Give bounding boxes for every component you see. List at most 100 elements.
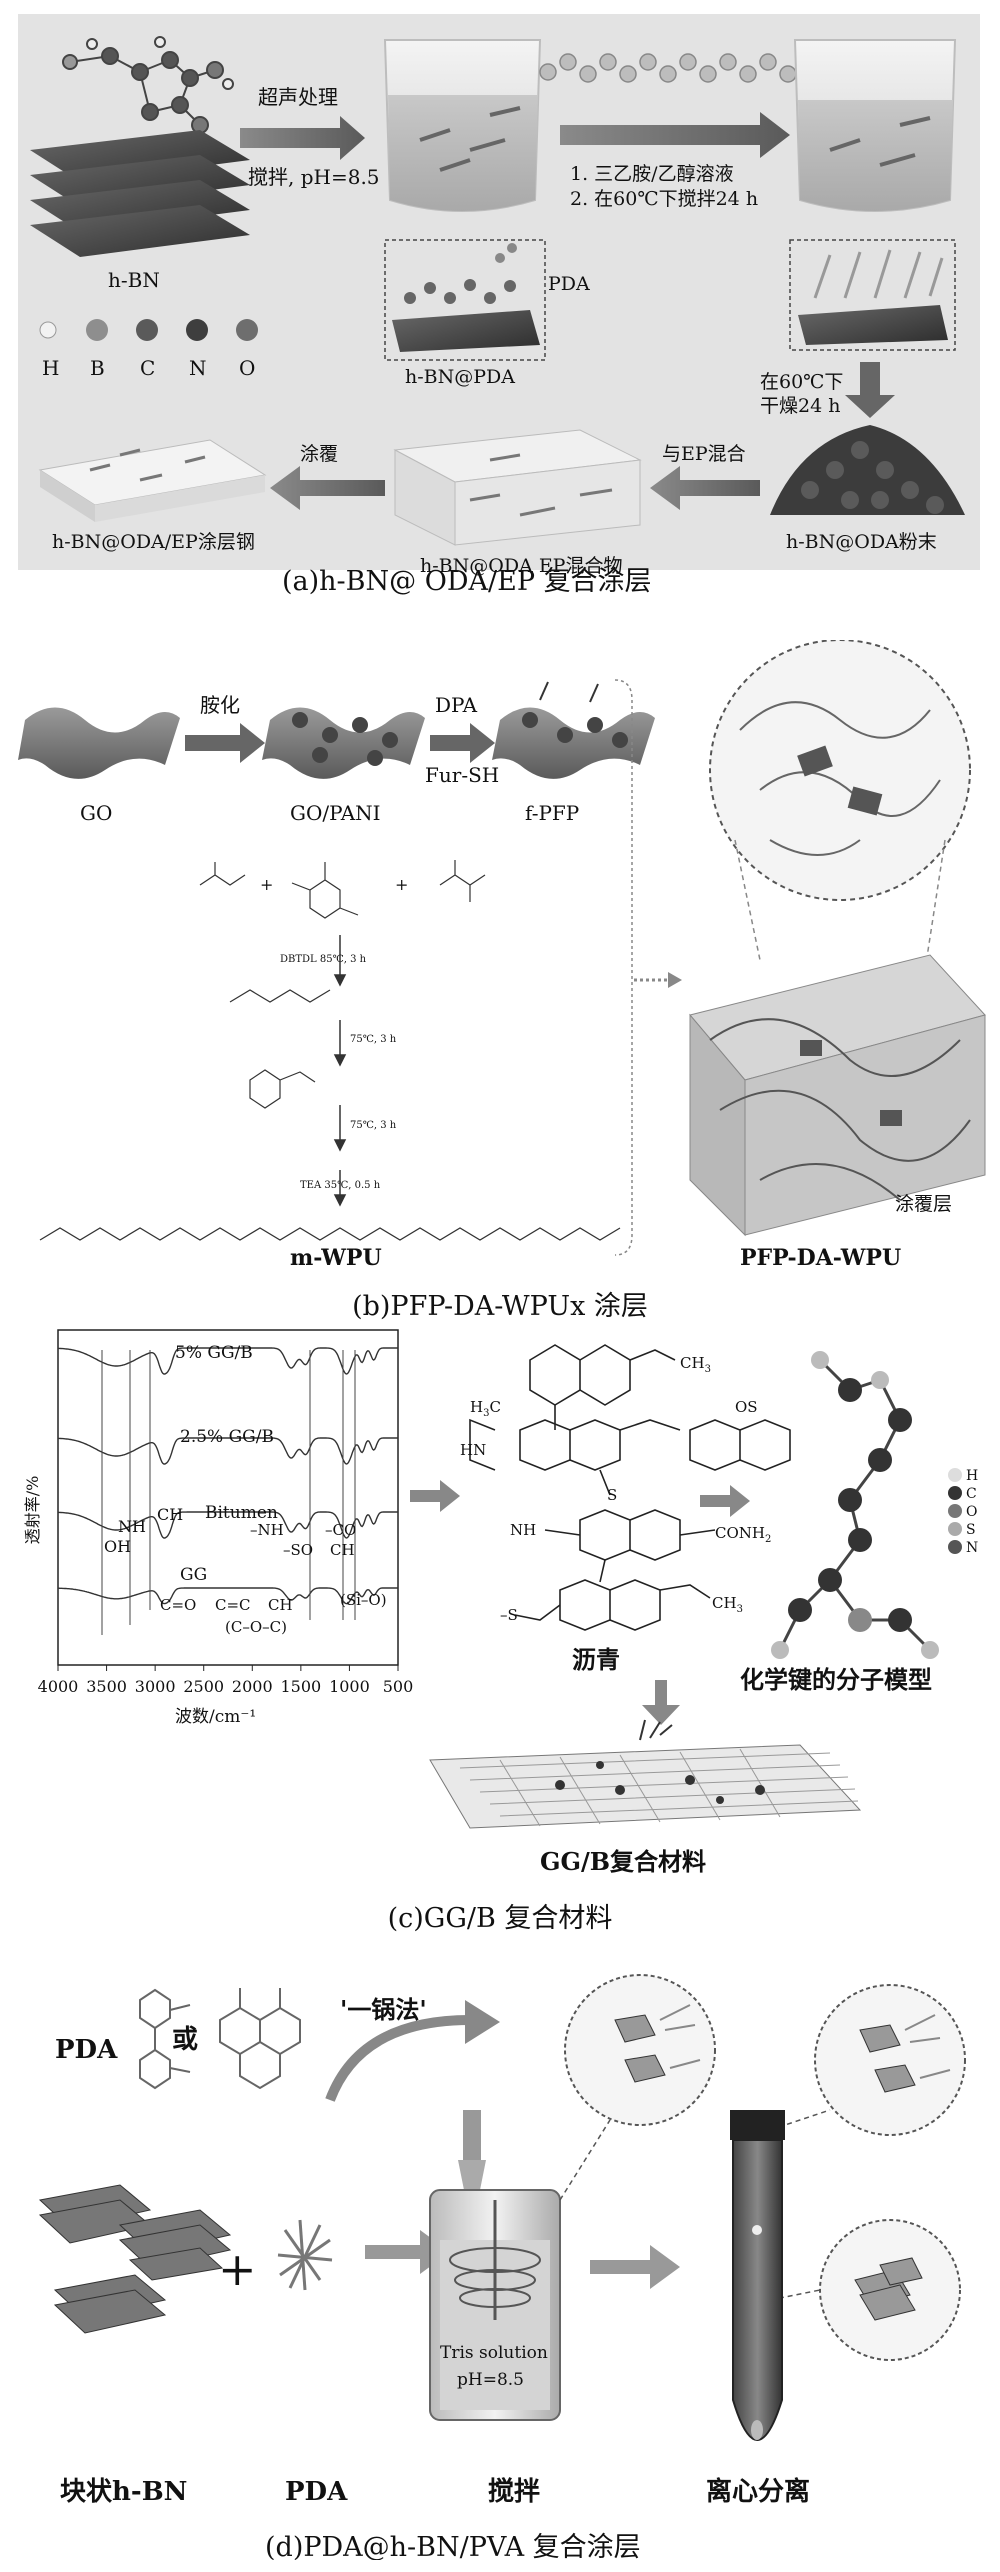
centrifuge-tube-icon bbox=[730, 2110, 785, 2441]
step-1: DBTDL 85℃, 3 h bbox=[280, 954, 367, 965]
model-legend-h: H bbox=[966, 1468, 978, 1484]
series-label-2-5pct: 2.5% GG/B bbox=[180, 1427, 274, 1447]
intermediate-structures bbox=[229, 989, 331, 1109]
mixture-label: h-BN@ODA EP混合物 bbox=[420, 555, 622, 577]
arrow-sonication bbox=[240, 116, 365, 160]
model-atom-legend bbox=[948, 1468, 962, 1554]
ftir-series-2 bbox=[57, 1437, 398, 1465]
arrow-to-centrifuge bbox=[590, 2245, 680, 2289]
ann-co: –CO bbox=[325, 1521, 356, 1539]
series-label-bitumen: Bitumen bbox=[205, 1503, 278, 1523]
x-tick-label: 2000 bbox=[232, 1677, 273, 1696]
coating-layer-label: 涂覆层 bbox=[895, 1193, 952, 1215]
onepot-label: '一锅法' bbox=[340, 1995, 427, 2024]
model-legend-o: O bbox=[966, 1504, 977, 1520]
pfp-da-wpu-label: PFP-DA-WPU bbox=[740, 1245, 901, 1270]
model-legend-s: S bbox=[966, 1522, 976, 1538]
x-tick-label: 1500 bbox=[280, 1677, 321, 1696]
struct-ch3-bottom: CH3 bbox=[712, 1594, 743, 1615]
ann-so: –SO bbox=[283, 1541, 313, 1559]
pda-structure-2 bbox=[219, 1988, 301, 2090]
struct-hn: HN bbox=[460, 1441, 486, 1459]
hbn-oda-schematic bbox=[789, 239, 956, 351]
gopani-label: GO/PANI bbox=[290, 801, 381, 825]
caption-c: (c)GG/B 复合材料 bbox=[387, 1903, 613, 1934]
ftir-series-4 bbox=[58, 1587, 398, 1605]
dry-line1: 在60℃下 bbox=[760, 371, 843, 393]
zoom-line-right bbox=[924, 839, 946, 971]
bulk-hbn-icon bbox=[38, 2184, 232, 2334]
step-2: 75℃, 3 h bbox=[350, 1034, 397, 1045]
onepot-arrow bbox=[325, 2015, 471, 2102]
stir-label: 搅拌 bbox=[488, 2476, 540, 2507]
arrow1-top-label: 超声处理 bbox=[258, 85, 338, 109]
onepot-arrow-head bbox=[465, 2000, 500, 2044]
asphalt-label: 沥青 bbox=[572, 1645, 620, 1674]
network-zoom-circle bbox=[709, 640, 971, 901]
x-tick-label: 1000 bbox=[329, 1677, 370, 1696]
arrow-amination bbox=[185, 723, 265, 763]
coating-slab bbox=[689, 954, 986, 1237]
panel-a: h-BN H B C N O 超声处理 搅拌, pH=8.5 1. 三乙胺/乙醇… bbox=[18, 14, 980, 597]
ann-co-dbl: C=O bbox=[160, 1596, 196, 1614]
panel-b: GO 胺化 GO/PANI DPA Fur-SH f-PFP + + DBTDL… bbox=[18, 640, 986, 1270]
ftir-series-lines bbox=[57, 1347, 398, 1605]
ftir-xlabel: 波数/cm⁻¹ bbox=[175, 1707, 256, 1727]
model-legend-c: C bbox=[966, 1486, 977, 1502]
step-3: 75℃, 3 h bbox=[350, 1120, 397, 1131]
fpfp-sheet-icon bbox=[492, 681, 655, 779]
arrow-to-model bbox=[700, 1485, 750, 1517]
go-sheet-icon bbox=[18, 707, 180, 779]
tris-line1: Tris solution bbox=[440, 2343, 548, 2363]
pda-strands-icon bbox=[277, 2219, 333, 2291]
powder-label: h-BN@ODA粉末 bbox=[786, 531, 937, 553]
model-legend-n: N bbox=[966, 1540, 978, 1556]
struct-os: OS bbox=[735, 1398, 758, 1416]
steel-label: h-BN@ODA/EP涂层钢 bbox=[52, 531, 255, 553]
ann-ch-1: CH bbox=[157, 1505, 183, 1524]
arrow-to-structure bbox=[410, 1480, 460, 1512]
arrow-dpa bbox=[430, 723, 495, 763]
dpa-label: DPA bbox=[435, 693, 478, 717]
mixture-block-icon bbox=[393, 429, 642, 546]
arrow-drying bbox=[845, 362, 895, 418]
fursh-label: Fur-SH bbox=[425, 763, 499, 787]
pda-label: PDA bbox=[548, 273, 590, 295]
atom-legend-o: O bbox=[239, 356, 255, 380]
stirred-beaker-icon bbox=[429, 2110, 561, 2421]
atom-legend-n: N bbox=[189, 356, 207, 380]
arrow1-bottom-label: 搅拌, pH=8.5 bbox=[248, 165, 380, 189]
ann-ch-2: CH bbox=[330, 1541, 355, 1559]
ftir-ylabel: 透射率/% bbox=[23, 1476, 42, 1545]
x-tick-label: 2500 bbox=[183, 1677, 224, 1696]
panel-d: PDA 或 '一锅法' + bbox=[38, 1974, 966, 2560]
caption-b: (b)PFP-DA-WPUx 涂层 bbox=[352, 1291, 648, 1322]
centrifuge-label: 离心分离 bbox=[706, 2476, 810, 2507]
fpfp-label: f-PFP bbox=[525, 801, 579, 825]
pda-top-label: PDA bbox=[55, 2035, 118, 2065]
struct-h3c: H3C bbox=[470, 1398, 501, 1419]
pda-bottom-label: PDA bbox=[285, 2477, 348, 2507]
mwpu-chain bbox=[39, 1227, 621, 1241]
arrow-to-composite bbox=[642, 1680, 680, 1725]
struct-ch3-top: CH3 bbox=[680, 1354, 711, 1375]
ann-sio: (Si–O) bbox=[340, 1591, 387, 1609]
beaker-2-icon bbox=[793, 39, 957, 212]
ftir-vertical-guides bbox=[101, 1350, 356, 1635]
step-4: TEA 35℃, 0.5 h bbox=[300, 1180, 381, 1191]
caption-d: (d)PDA@h-BN/PVA 复合涂层 bbox=[265, 2532, 641, 2560]
atom-legend-b: B bbox=[90, 356, 105, 380]
composite-label: GG/B复合材料 bbox=[540, 1847, 706, 1876]
plus-label: + bbox=[218, 2242, 257, 2296]
amination-label: 胺化 bbox=[200, 693, 240, 717]
zoom-circle-top bbox=[564, 1974, 716, 2126]
mix-ep-label: 与EP混合 bbox=[662, 443, 746, 465]
step2-line2: 2. 在60℃下搅拌24 h bbox=[570, 188, 758, 210]
x-tick-label: 4000 bbox=[38, 1677, 79, 1696]
zoom-line-1 bbox=[559, 2119, 611, 2201]
hbn-pda-schematic bbox=[384, 239, 546, 361]
model-label: 化学键的分子模型 bbox=[740, 1665, 932, 1694]
series-label-5pct: 5% GG/B bbox=[175, 1343, 253, 1363]
tris-line2: pH=8.5 bbox=[457, 2370, 524, 2390]
arrow-coat bbox=[270, 466, 385, 510]
